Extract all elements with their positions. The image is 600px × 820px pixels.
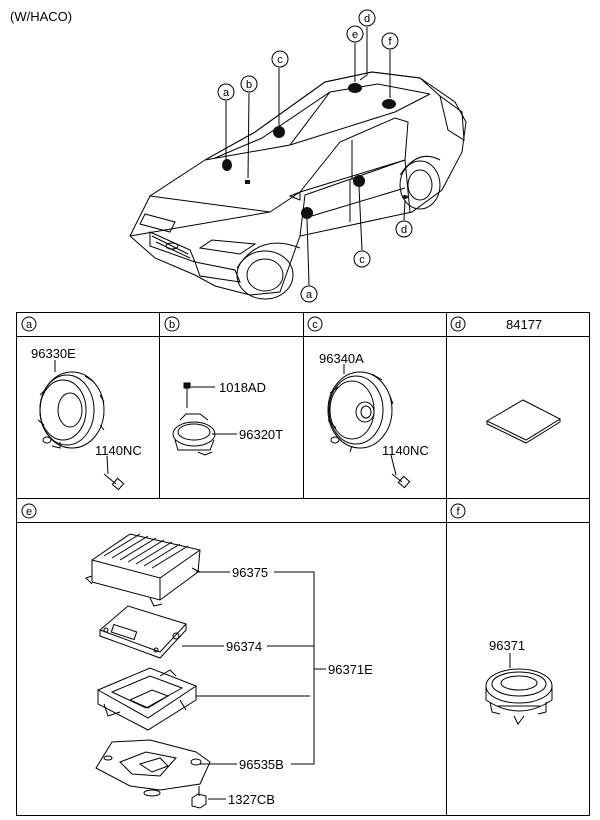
callout-b: b — [246, 79, 252, 91]
speaker-location-e — [348, 83, 362, 93]
speaker-location-a-door — [301, 207, 313, 219]
speaker-location-b — [245, 180, 250, 184]
car-callouts: a b c e d f d a c — [217, 9, 413, 303]
plate-96535b-drawing — [95, 739, 211, 797]
part-96375-label: 96375 — [232, 565, 268, 580]
speaker-96330e-drawing — [37, 371, 105, 449]
screw-1018ad-drawing — [183, 382, 191, 408]
panel-f-letter: f — [456, 506, 460, 518]
part-96374-label: 96374 — [226, 639, 262, 654]
pad-84177-drawing — [485, 399, 562, 444]
callout-c-door: c — [359, 254, 365, 266]
panel-a: 96330E 1140NC — [31, 346, 142, 491]
tweeter-96320t-drawing — [172, 413, 216, 456]
panel-c: 96340A 1140NC — [319, 351, 429, 489]
screw-1140nc-a-drawing — [103, 473, 125, 491]
part-1018ad-label: 1018AD — [219, 380, 266, 395]
woofer-96371-drawing — [485, 668, 553, 725]
callout-f: f — [388, 36, 392, 48]
panel-c-letter: c — [312, 319, 318, 331]
panel-d-letter: d — [455, 319, 461, 331]
part-96371-label: 96371 — [489, 638, 525, 653]
nut-1327cb-drawing — [191, 786, 207, 809]
callout-a-front: a — [223, 87, 230, 99]
module-96374-drawing — [99, 605, 187, 659]
callout-d-rear: d — [401, 224, 407, 236]
part-96535b-label: 96535B — [239, 757, 284, 772]
speaker-location-c-door — [353, 175, 365, 187]
part-96371e-label: 96371E — [328, 662, 373, 677]
panel-headers: a b c d e f 84177 — [21, 316, 542, 519]
amplifier-96375-drawing — [85, 533, 201, 607]
callout-a-door: a — [306, 289, 313, 301]
part-1140nc-a-label: 1140NC — [95, 443, 142, 458]
callout-e: e — [352, 29, 358, 41]
panel-f: 96371 — [485, 638, 553, 725]
part-1327cb-label: 1327CB — [228, 792, 275, 807]
variant-label: (W/HACO) — [10, 9, 72, 24]
part-1140nc-c-label: 1140NC — [382, 443, 429, 458]
panel-d-part-number: 84177 — [506, 317, 542, 332]
part-96320t-label: 96320T — [239, 427, 283, 442]
panel-b: 1018AD 96320T — [172, 380, 283, 456]
speaker-location-a-front — [222, 159, 232, 171]
panel-a-letter: a — [26, 319, 33, 331]
callout-c-dash: c — [277, 54, 283, 66]
panel-e-letter: e — [26, 506, 32, 518]
bracket-drawing — [96, 667, 198, 731]
speaker-location-c-dash — [273, 126, 285, 138]
panel-b-letter: b — [169, 319, 175, 331]
speaker-location-d — [402, 195, 408, 199]
parts-table-grid — [16, 312, 590, 816]
part-96340a-label: 96340A — [319, 351, 364, 366]
part-96330e-label: 96330E — [31, 346, 76, 361]
panel-e: 96375 96374 96371E 96535B 1327CB — [85, 533, 373, 809]
car-illustration — [129, 71, 467, 300]
speaker-96340a-drawing — [327, 371, 394, 453]
panel-d — [485, 399, 562, 444]
car-speaker-locations — [222, 83, 408, 219]
screw-1140nc-c-drawing — [391, 473, 411, 489]
callout-d-top: d — [364, 13, 370, 25]
speaker-location-f — [382, 99, 396, 109]
